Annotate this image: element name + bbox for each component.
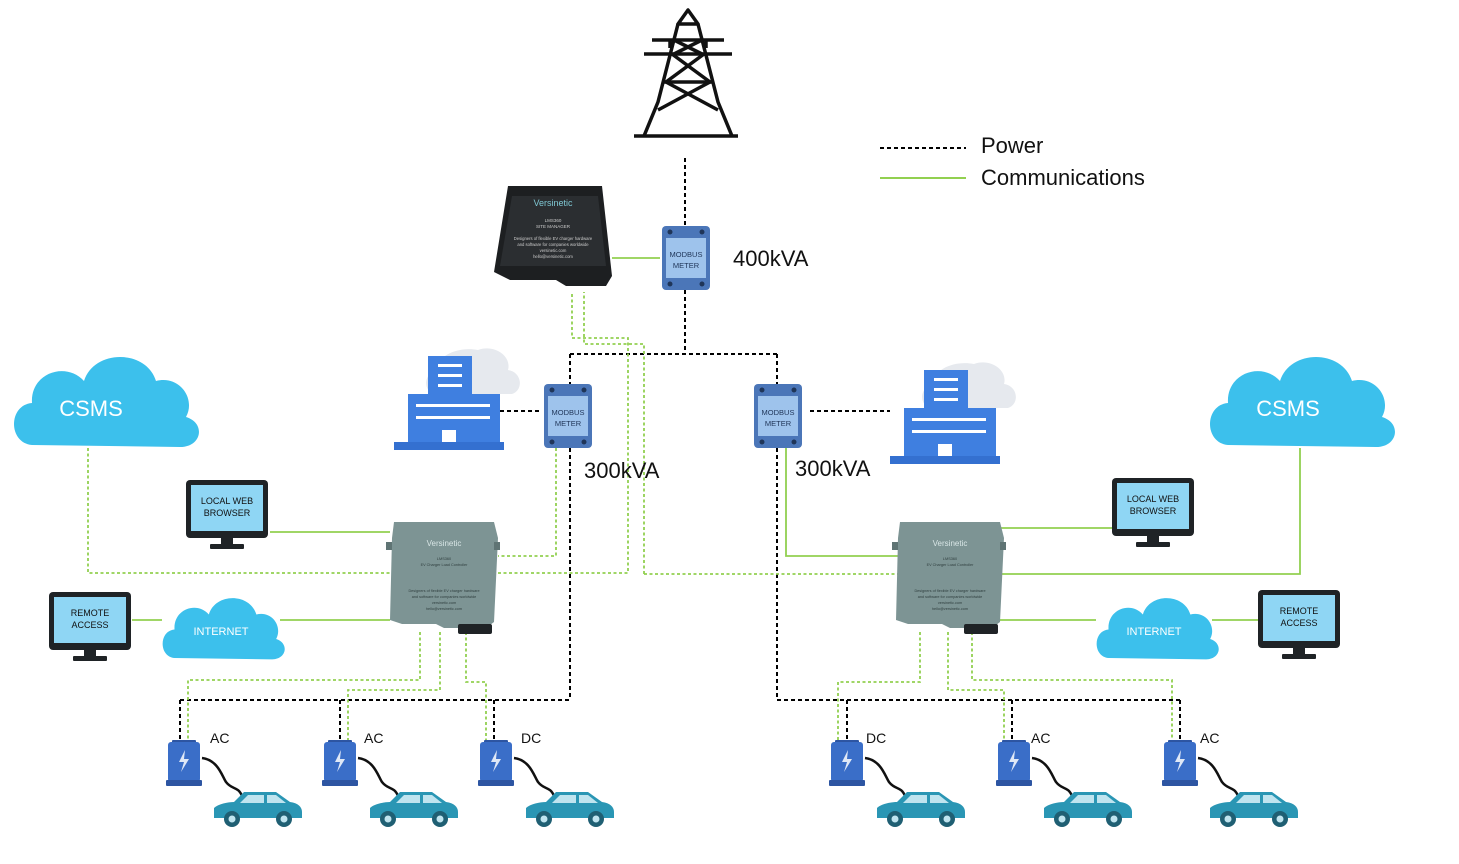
right-meter-line2: METER [765,419,792,428]
car-3-icon [526,792,614,827]
right-modbus-meter: MODBUS METER [754,384,802,448]
left-modbus-meter: MODBUS METER [544,384,592,448]
local-web-right-line1: LOCAL WEB [1127,494,1179,504]
load-controller-right-desc2: and software for companies worldwide [918,595,983,599]
charger-6-icon [1162,740,1198,786]
charger-3-type: DC [521,730,541,746]
main-meter-rating: 400kVA [733,246,809,271]
charger-5-icon [996,740,1032,786]
site-manager-email: hello@versinetic.com [533,254,573,259]
load-controller-left-brand: Versinetic [427,539,462,548]
charger-4-cable [864,756,907,797]
load-controller-right: Versinetic LMS360 EV Charger Load Contro… [892,522,1006,634]
local-web-browser-left-monitor: LOCAL WEB BROWSER [186,480,268,549]
load-controller-left-email: hello@versinetic.com [426,607,462,611]
charging-station-2: AC [322,730,458,827]
charger-5-cable [1031,756,1074,797]
charger-4-icon [829,740,865,786]
site-manager-description-2: and software for companies worldwide [517,242,589,247]
charger-2-icon [322,740,358,786]
power-pylon-icon [634,8,738,138]
load-controller-right-model: LMS360 [943,557,957,561]
site-manager-subtitle: SITE MANAGER [536,224,571,229]
legend-communications-label: Communications [981,165,1145,190]
main-meter-line2: METER [673,261,700,270]
remote-left-line1: REMOTE [71,608,110,618]
charger-2-type: AC [364,730,383,746]
remote-access-right-monitor: REMOTE ACCESS [1258,590,1340,659]
car-4-icon [877,792,965,827]
legend: Power Communications [880,133,1145,190]
load-controller-left-desc2: and software for companies worldwide [412,595,477,599]
load-controller-right-email: hello@versinetic.com [932,607,968,611]
local-web-right-line2: BROWSER [1130,506,1177,516]
load-controller-left-subtitle: EV Charger Load Controller [421,563,469,567]
local-web-left-line1: LOCAL WEB [201,496,253,506]
charging-station-4: DC [829,730,965,827]
car-5-icon [1044,792,1132,827]
left-meter-line2: METER [555,419,582,428]
building-right-icon [890,362,1016,464]
charger-1-type: AC [210,730,229,746]
charger-5-type: AC [1031,730,1050,746]
charger-4-type: DC [866,730,886,746]
charging-station-6: AC [1162,730,1298,827]
local-web-browser-right-monitor: LOCAL WEB BROWSER [1112,478,1194,547]
right-meter-line1: MODBUS [762,408,795,417]
csms-right-label: CSMS [1256,396,1320,421]
main-modbus-meter: MODBUS METER [662,226,710,290]
load-controller-left-desc1: Designers of flexible EV charger hardwar… [408,589,479,593]
load-controller-left-website: versinetic.com [432,601,456,605]
remote-left-line2: ACCESS [71,620,108,630]
site-manager-model: LMS360 [545,218,562,223]
load-controller-right-website: versinetic.com [938,601,962,605]
charger-1-cable [201,756,244,797]
csms-left-label: CSMS [59,396,123,421]
main-meter-line1: MODBUS [670,250,703,259]
internet-left-label: INTERNET [194,626,249,638]
site-manager-website: versinetic.com [540,248,567,253]
charging-station-5: AC [996,730,1132,827]
building-left-icon [394,348,520,450]
charger-3-cable [513,756,556,797]
car-2-icon [370,792,458,827]
charging-station-3: DC [478,730,614,827]
load-controller-right-brand: Versinetic [933,539,968,548]
charger-1-icon [166,740,202,786]
charger-2-cable [357,756,400,797]
load-controller-left-model: LMS360 [437,557,451,561]
right-meter-rating: 300kVA [795,456,871,481]
car-6-icon [1210,792,1298,827]
load-controller-right-desc1: Designers of flexible EV charger hardwar… [914,589,985,593]
left-meter-rating: 300kVA [584,458,660,483]
charger-6-type: AC [1200,730,1219,746]
communication-lines-dashed [87,292,1173,740]
charging-station-1: AC [166,730,302,827]
site-manager-brand: Versinetic [533,198,573,208]
remote-right-line1: REMOTE [1280,606,1319,616]
internet-right-label: INTERNET [1127,626,1182,638]
load-controller-left: Versinetic LMS360 EV Charger Load Contro… [386,522,500,634]
load-controller-right-subtitle: EV Charger Load Controller [927,563,975,567]
car-1-icon [214,792,302,827]
left-meter-line1: MODBUS [552,408,585,417]
site-manager-description-1: Designers of flexible EV charger hardwar… [514,236,593,241]
site-manager-device: Versinetic LMS360 SITE MANAGER Designers… [494,186,612,286]
remote-access-left-monitor: REMOTE ACCESS [49,592,131,661]
remote-right-line2: ACCESS [1280,618,1317,628]
legend-power-label: Power [981,133,1043,158]
charger-3-icon [478,740,514,786]
local-web-left-line2: BROWSER [204,508,251,518]
charger-6-cable [1197,756,1240,797]
communication-lines [132,257,1301,621]
